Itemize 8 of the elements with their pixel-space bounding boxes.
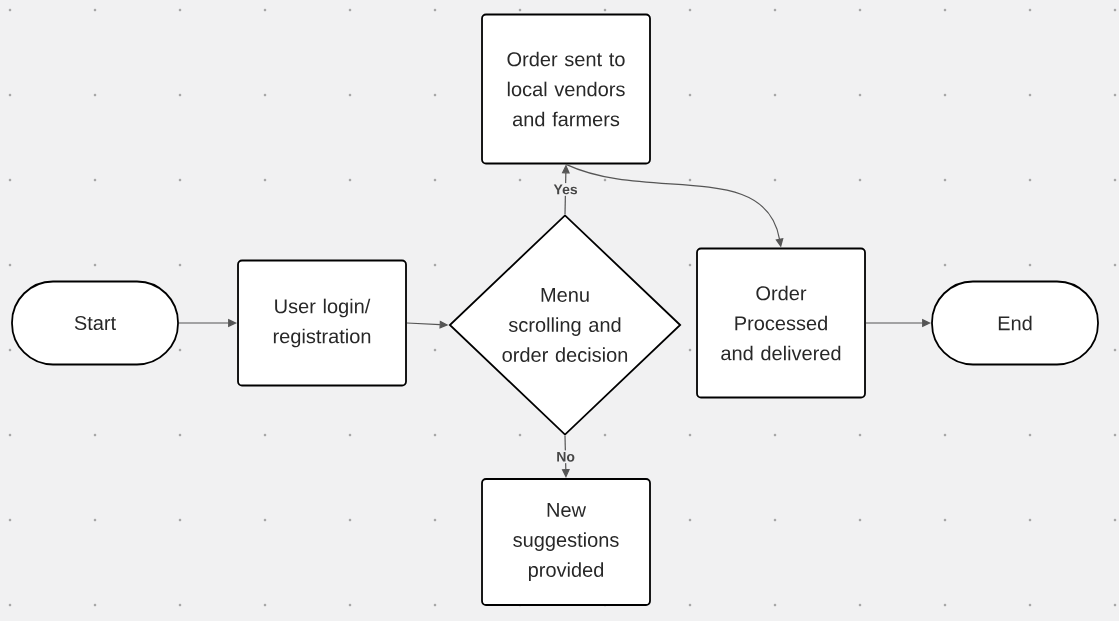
edge-label: Yes: [552, 183, 580, 196]
edge-label: No: [554, 450, 577, 464]
process-box: New suggestions provided: [481, 478, 651, 606]
terminal-box: Start: [11, 280, 179, 366]
process-box: User login/ registration: [237, 259, 407, 387]
process-box: Order sent to local vendors and farmers: [481, 13, 651, 165]
terminal-box: End: [931, 280, 1099, 366]
process-box: Order Processed and delivered: [696, 247, 866, 399]
